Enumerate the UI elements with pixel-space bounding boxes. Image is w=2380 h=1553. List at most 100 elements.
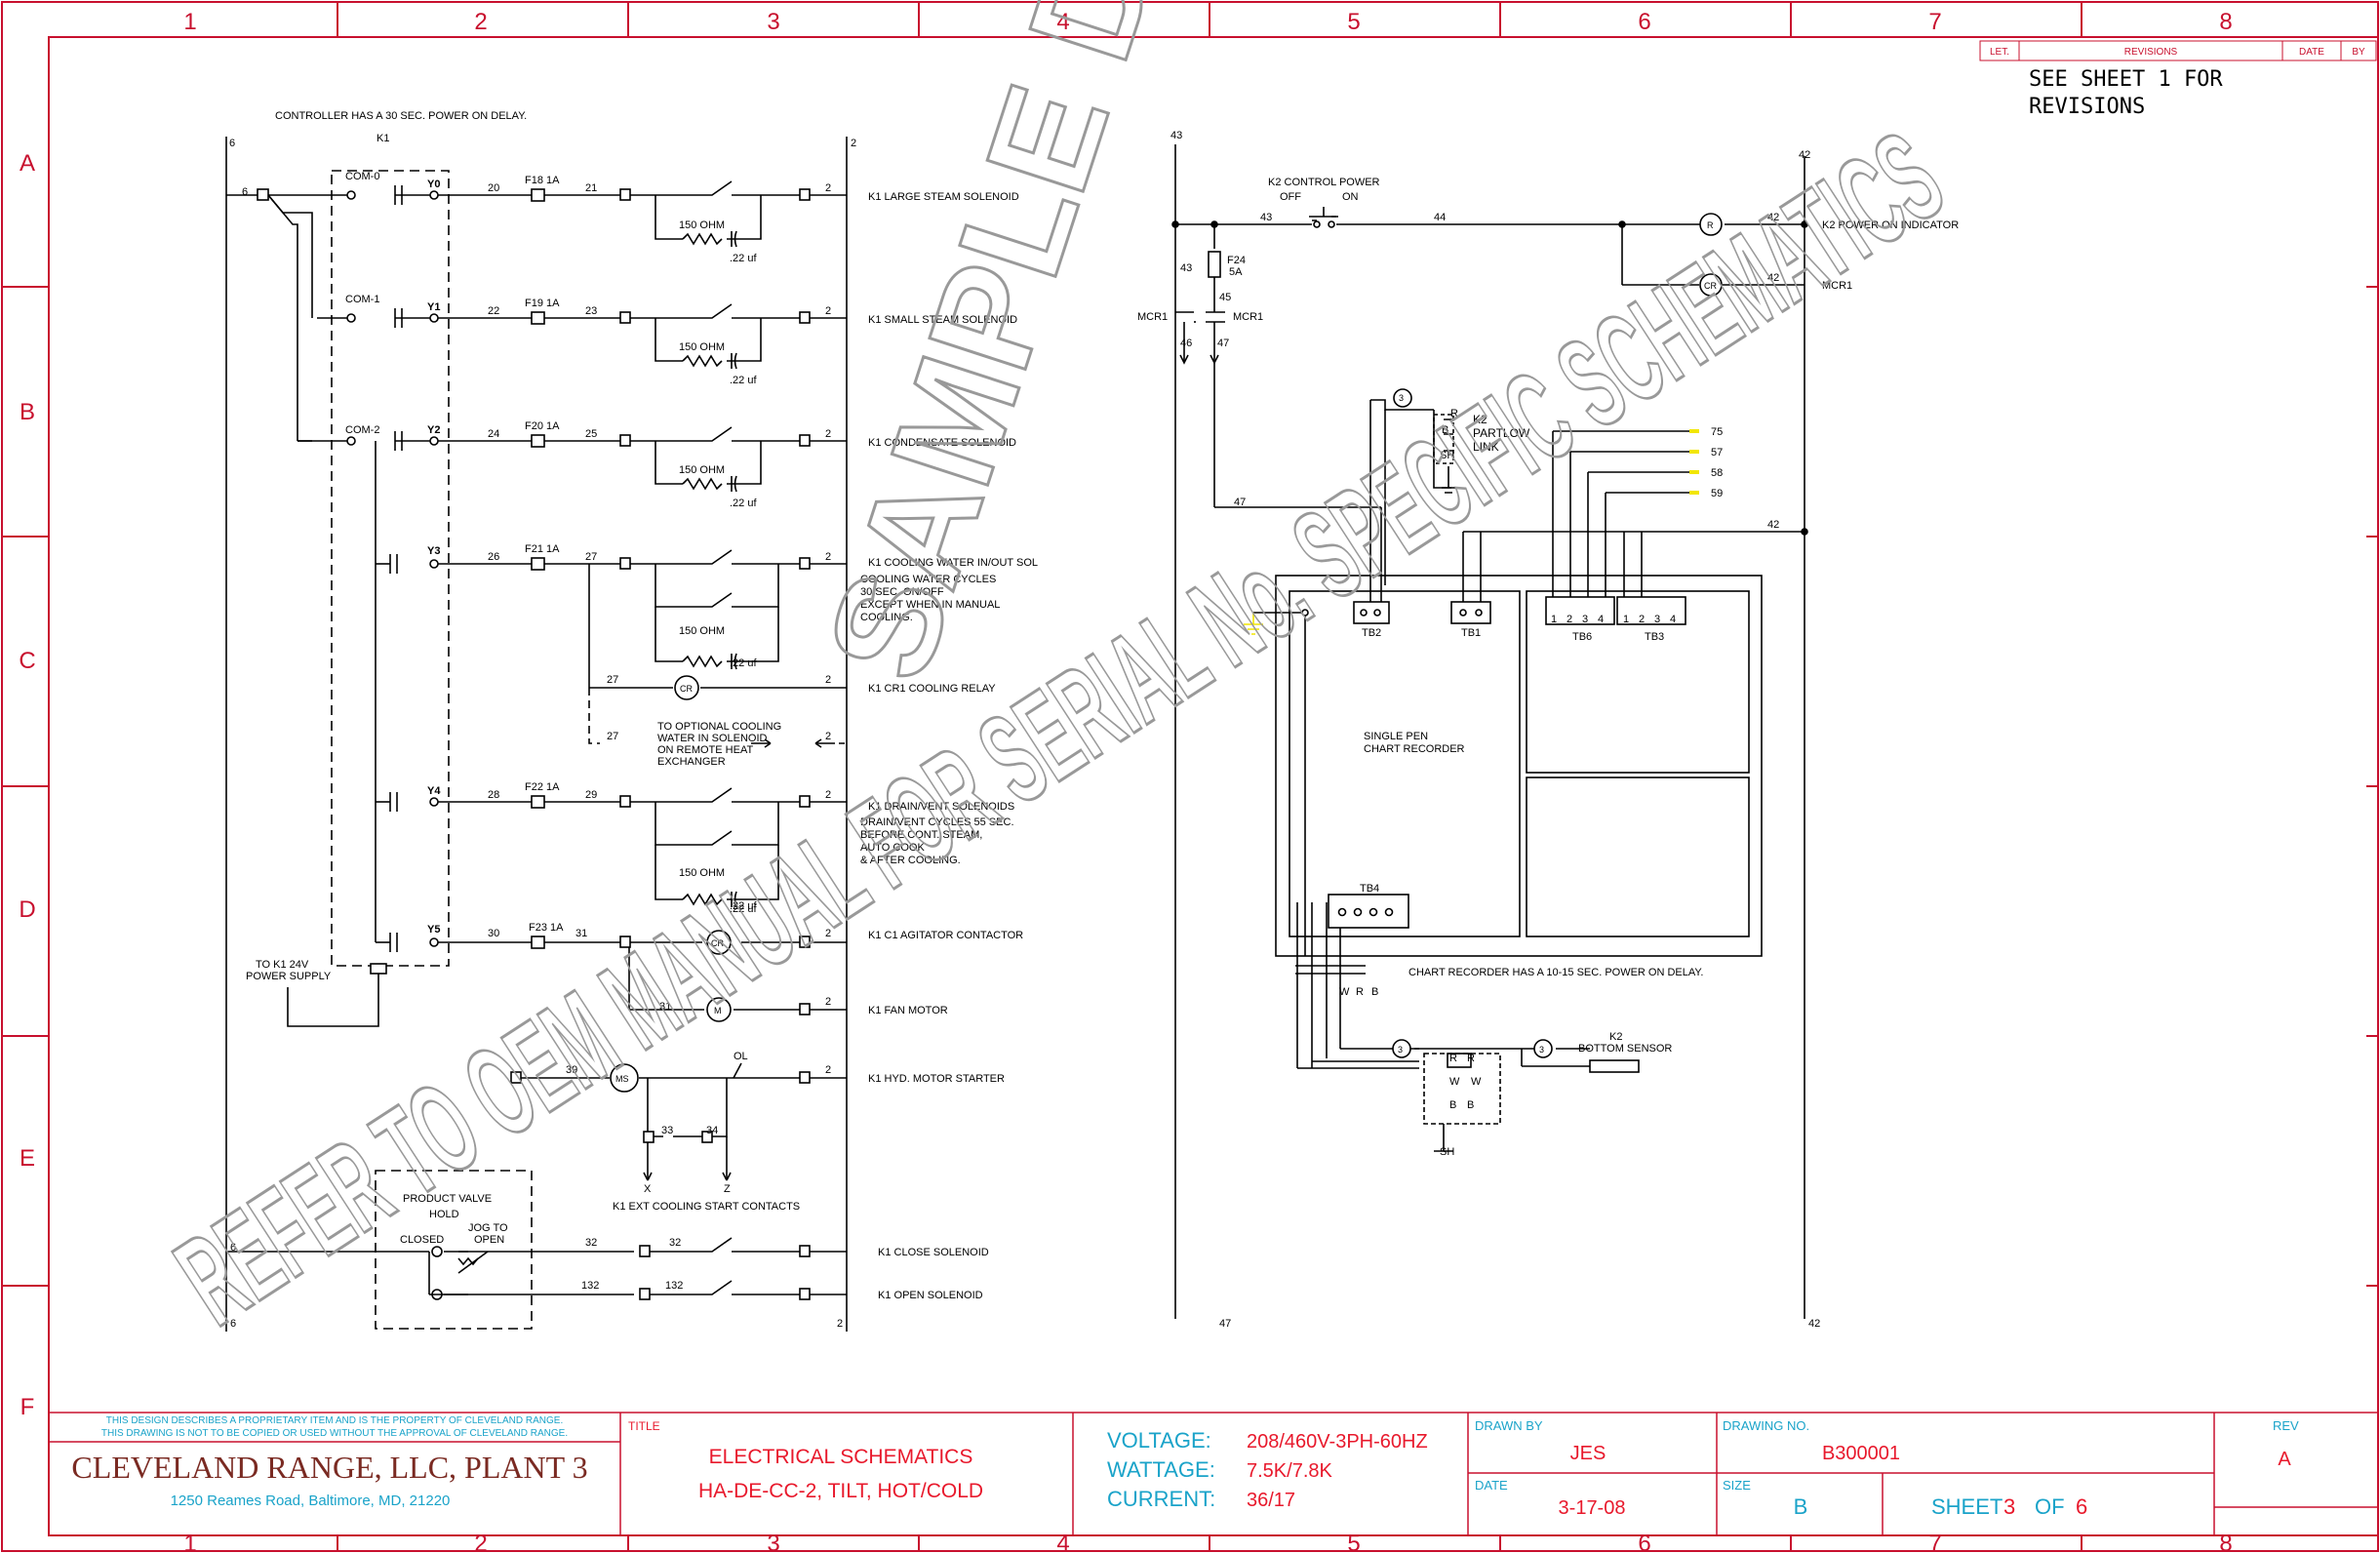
wire-number: 2 [851, 138, 856, 149]
k2-control-label: OFF [1280, 191, 1301, 203]
wire-number: 47 [1217, 338, 1229, 349]
rung-description: K1 CR1 COOLING RELAY [868, 683, 996, 695]
wire-number: 43 [1170, 130, 1182, 141]
col-label: 3 [767, 1531, 779, 1553]
wire-number: 6 [229, 138, 235, 149]
relay-coil-label: CR [1704, 281, 1717, 291]
wire-number: 28 [488, 789, 499, 801]
terminal-block-label: TB6 [1572, 631, 1592, 643]
output-number: 75 [1711, 426, 1723, 438]
partlow-label: K2 [1473, 413, 1488, 426]
drawing-number: B300001 [1822, 1443, 1900, 1464]
rev-header: DATE [2299, 47, 2324, 58]
watermark: SAMPLE DRAWING REFER TO OEM MANUAL FOR S… [152, 0, 1967, 1353]
rev-header: BY [2352, 47, 2365, 58]
left-schematic [225, 137, 848, 1332]
col-label: 4 [1056, 9, 1069, 35]
output-number: 58 [1711, 467, 1723, 479]
row-label: D [19, 896, 35, 923]
wire-number: 27 [607, 674, 618, 686]
optional-note: WATER IN SOLENOID [657, 733, 768, 744]
sensor-label: K2 [1609, 1031, 1622, 1043]
valve-label: HOLD [429, 1209, 459, 1220]
wire-number: 26 [488, 551, 499, 563]
resistor-label: 150 OHM [679, 625, 725, 637]
wire-number: 42 [1767, 519, 1779, 531]
contact-label: MCR1 [1137, 311, 1168, 323]
rev-label: REV [2273, 1418, 2299, 1433]
rung-description: K1 HYD. MOTOR STARTER [868, 1073, 1005, 1085]
wire-number: 6 [242, 186, 248, 198]
rung-description: K1 OPEN SOLENOID [878, 1290, 983, 1301]
wire-number: 44 [1434, 212, 1446, 223]
col-label: 8 [2219, 9, 2232, 35]
wire-marker: 3 [1399, 393, 1404, 403]
wire-number: 2 [825, 731, 831, 742]
terminal-label: W [1449, 1076, 1460, 1088]
date-label: DATE [1475, 1478, 1508, 1493]
drain-note: DRAIN/VENT CYCLES 55 SEC. [860, 816, 1014, 828]
terminal-number: 4 [1598, 614, 1604, 625]
col-label: 1 [183, 1531, 196, 1553]
wattage-label: WATTAGE: [1107, 1457, 1215, 1482]
resistor-label: 150 OHM [679, 219, 725, 231]
wire-number: 22 [488, 305, 499, 317]
wire-number: 2 [825, 305, 831, 317]
sheet-total: 6 [2076, 1494, 2087, 1519]
capacitor-label: .22 uf [730, 498, 757, 509]
left-components [346, 185, 811, 1300]
wire-number: 42 [1799, 149, 1810, 161]
wire-number: 2 [825, 428, 831, 440]
proprietary-notice: THIS DESIGN DESCRIBES A PROPRIETARY ITEM… [106, 1415, 563, 1426]
rev-header: REVISIONS [2124, 47, 2178, 58]
valve-label: CLOSED [400, 1234, 444, 1246]
cooling-note: 30 SEC. ON/OFF [860, 586, 944, 598]
rev-header: LET. [1990, 47, 2009, 58]
wire-number: 32 [585, 1237, 597, 1249]
wire-number: 43 [1180, 262, 1192, 274]
k2-control-label: K2 CONTROL POWER [1268, 177, 1380, 188]
right-schematic [1174, 144, 1805, 1319]
capacitor-label: .22 uf [730, 253, 757, 264]
drawing-title: HA-DE-CC-2, TILT, HOT/COLD [698, 1480, 983, 1502]
wire-number: 20 [488, 182, 499, 194]
rung-description: MCR1 [1822, 280, 1852, 292]
terminal-block-label: TB4 [1360, 883, 1379, 895]
terminal-label: X [644, 1183, 652, 1195]
revision: A [2278, 1449, 2291, 1470]
recorder-label: SINGLE PEN [1364, 731, 1428, 742]
rung-description: K2 POWER ON INDICATOR [1822, 219, 1959, 231]
wire-number: 132 [581, 1280, 599, 1292]
fuse-label: F22 1A [525, 781, 560, 793]
motor-starter-label: MS [615, 1074, 629, 1084]
right-labels: 43 42 47 42 K2 CONTROL POWER OFF ON 43 4… [1137, 130, 1959, 1330]
terminal-label: W [1471, 1076, 1482, 1088]
wire-number: 34 [706, 1125, 718, 1136]
wire-number: 2 [825, 1064, 831, 1076]
terminal-label: R [1450, 408, 1458, 419]
valve-label: JOG TO [468, 1222, 508, 1234]
wire-number: 39 [566, 1064, 577, 1076]
fuse-label: F23 1A [529, 922, 564, 934]
wire-number: 47 [1219, 1318, 1231, 1330]
drawn-by-label: DRAWN BY [1475, 1418, 1543, 1433]
wire-number: 42 [1767, 272, 1779, 284]
terminal-number: 3 [1654, 614, 1660, 625]
rung-description: K1 CLOSE SOLENOID [878, 1247, 989, 1258]
k1-label: K1 [377, 133, 389, 144]
wire-number: 2 [825, 674, 831, 686]
sheet-number: 3 [2003, 1494, 2015, 1519]
relay-coil-label: CR [680, 684, 693, 694]
terminal-label: R [1449, 1053, 1457, 1064]
grid-labels: 1 2 3 4 5 6 7 8 1 2 3 4 5 6 7 8 A B C D … [19, 9, 2232, 1553]
terminal-label: B [1442, 424, 1448, 436]
wire-color: R [1356, 986, 1364, 998]
terminal-number: 2 [1639, 614, 1645, 625]
wattage-value: 7.5K/7.8K [1247, 1460, 1333, 1482]
k2-control-label: ON [1342, 191, 1359, 203]
cooling-note: EXCEPT WHEN IN MANUAL [860, 599, 1000, 611]
wire-number: 31 [659, 1001, 671, 1013]
valve-label: OPEN [474, 1234, 504, 1246]
col-label: 6 [1638, 1531, 1650, 1553]
